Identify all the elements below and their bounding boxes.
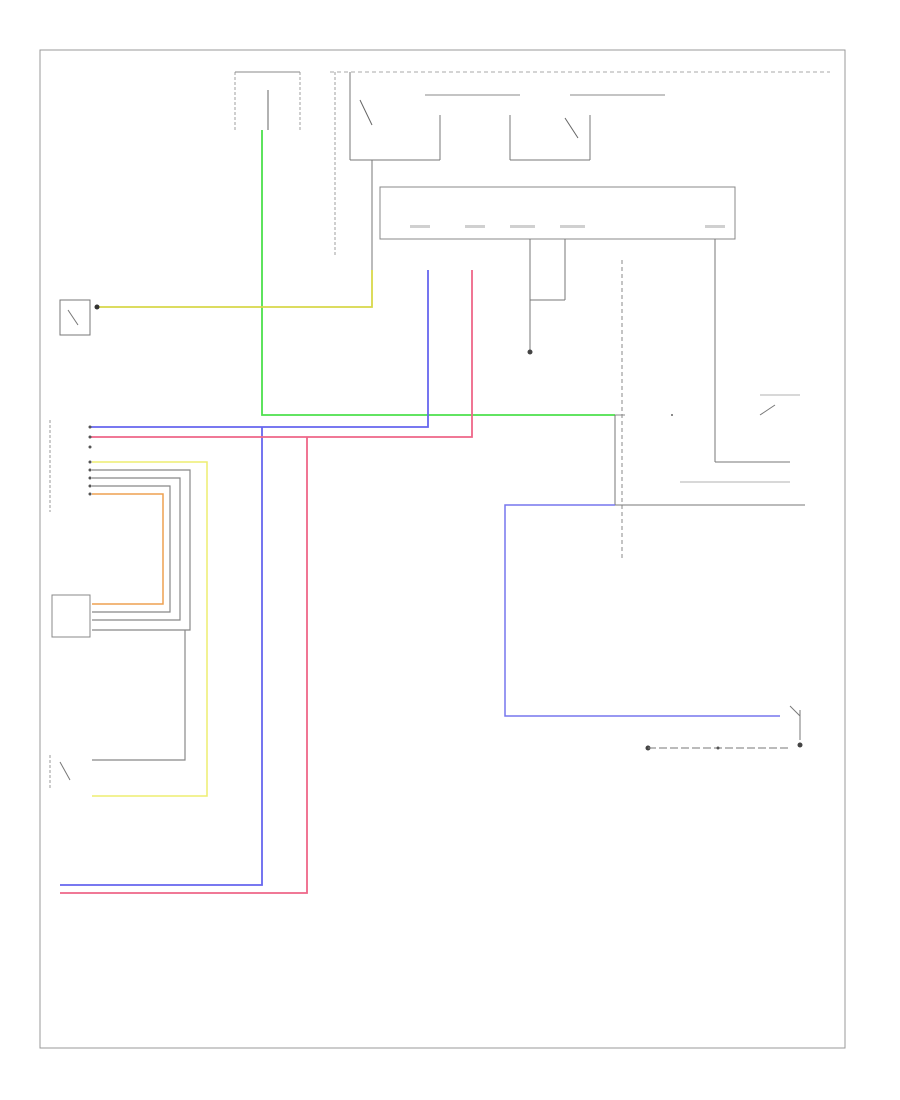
wire-blue-long xyxy=(60,427,263,886)
control-unit-box xyxy=(379,186,736,240)
right-relay xyxy=(680,239,800,483)
junction-dot-right xyxy=(671,414,673,416)
wire-gray-2 xyxy=(92,477,181,621)
thermo-sensor xyxy=(49,755,71,790)
control-unit-pins xyxy=(410,225,725,228)
wire-pink-long xyxy=(60,437,308,894)
wire-blue-top xyxy=(90,270,429,428)
fuse-block-mid xyxy=(334,72,665,255)
wire-gray-thermo xyxy=(92,630,186,761)
wire-pink-top xyxy=(90,270,473,438)
pressure-switch-box xyxy=(51,594,91,638)
wire-gray-3 xyxy=(92,485,171,613)
diagram-frame xyxy=(39,49,846,1049)
wire-gray-1 xyxy=(92,469,191,631)
wire-yellow-light xyxy=(92,461,208,797)
wire-yellow-compressor xyxy=(97,270,373,308)
ground-point-center xyxy=(527,349,533,355)
wire-orange xyxy=(92,493,164,605)
left-connector xyxy=(49,420,92,512)
bottom-ground-wire xyxy=(645,745,790,751)
fuse-block-left xyxy=(234,71,301,130)
bottom-right-sensor xyxy=(789,705,803,748)
compressor-symbol xyxy=(59,299,100,336)
wire-blue-right xyxy=(504,504,780,717)
wire-green xyxy=(261,130,615,416)
